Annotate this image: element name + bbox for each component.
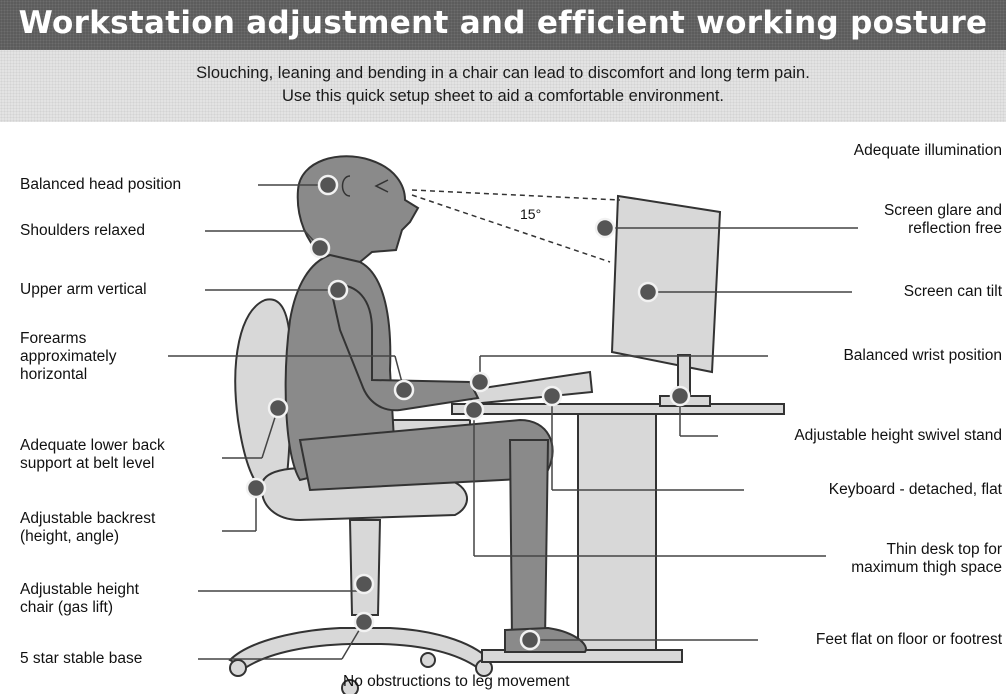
marker-upper-arm <box>327 279 349 301</box>
label-glare: Screen glare and reflection free <box>884 202 1002 238</box>
marker-backrest <box>245 477 267 499</box>
marker-wrist <box>469 371 491 393</box>
marker-head <box>317 174 339 196</box>
chair-base <box>228 627 492 670</box>
chair-column <box>348 519 382 616</box>
angle-label: 15° <box>520 206 541 222</box>
marker-lower-back <box>267 397 289 419</box>
label-leg-movement: No obstructions to leg movement <box>343 673 570 690</box>
desk-top <box>451 403 785 415</box>
label-wrist: Balanced wrist position <box>843 347 1002 364</box>
label-forearms-line1: Forearms <box>20 330 87 347</box>
label-illumination: Adequate illumination <box>853 142 1002 159</box>
marker-swivel <box>669 385 691 407</box>
label-chair-height-line1: Adjustable height <box>20 581 139 598</box>
desk-leg <box>577 413 657 651</box>
monitor-screen <box>610 194 722 374</box>
desk <box>451 403 785 663</box>
marker-base <box>353 611 375 633</box>
figure-shin <box>508 439 550 641</box>
marker-forearm <box>393 379 415 401</box>
label-desk: Thin desk top for maximum thigh space <box>851 541 1002 577</box>
page-title: Workstation adjustment and efficient wor… <box>18 5 988 41</box>
marker-shoulders <box>309 237 331 259</box>
label-glare-line2: reflection free <box>908 220 1002 237</box>
chair-backrest <box>234 298 292 491</box>
label-lower-back: Adequate lower back support at belt leve… <box>20 437 165 473</box>
marker-desk-top <box>463 399 485 421</box>
label-chair-height-line2: chair (gas lift) <box>20 599 114 616</box>
label-swivel: Adjustable height swivel stand <box>794 427 1002 444</box>
label-tilt: Screen can tilt <box>903 283 1002 300</box>
label-desk-line1: Thin desk top for <box>886 541 1002 558</box>
label-backrest: Adjustable backrest (height, angle) <box>20 510 155 546</box>
label-forearms-line3: horizontal <box>20 366 88 383</box>
marker-glare <box>594 217 616 239</box>
label-desk-line2: maximum thigh space <box>851 559 1002 576</box>
subtitle-line-2: Use this quick setup sheet to aid a comf… <box>281 87 725 105</box>
label-forearms-line2: approximately <box>20 348 117 365</box>
subtitle-line-1: Slouching, leaning and bending in a chai… <box>196 64 810 82</box>
label-base: 5 star stable base <box>20 650 143 667</box>
label-chair-height: Adjustable height chair (gas lift) <box>20 581 139 617</box>
marker-keyboard <box>541 385 563 407</box>
label-head: Balanced head position <box>20 176 182 193</box>
marker-gas-lift <box>353 573 375 595</box>
eye-symbol <box>374 179 389 193</box>
markers <box>245 174 691 651</box>
label-keyboard: Keyboard - detached, flat <box>828 481 1002 498</box>
marker-feet <box>519 629 541 651</box>
marker-tilt <box>637 281 659 303</box>
label-lower-back-line2: support at belt level <box>20 455 155 472</box>
sight-lines <box>411 189 621 263</box>
title-banner: Workstation adjustment and efficient wor… <box>0 0 1006 50</box>
label-shoulders: Shoulders relaxed <box>20 222 145 239</box>
label-backrest-line1: Adjustable backrest <box>20 510 156 527</box>
label-glare-line1: Screen glare and <box>883 202 1002 219</box>
subtitle-banner: Slouching, leaning and bending in a chai… <box>0 50 1006 122</box>
label-upper-arm: Upper arm vertical <box>20 281 147 298</box>
leader-lines <box>168 184 858 660</box>
label-backrest-line2: (height, angle) <box>20 528 120 545</box>
label-feet: Feet flat on floor or footrest <box>815 631 1002 648</box>
ear-symbol <box>341 175 351 197</box>
label-forearms: Forearms approximately horizontal <box>20 330 117 384</box>
label-lower-back-line1: Adequate lower back <box>20 437 165 454</box>
